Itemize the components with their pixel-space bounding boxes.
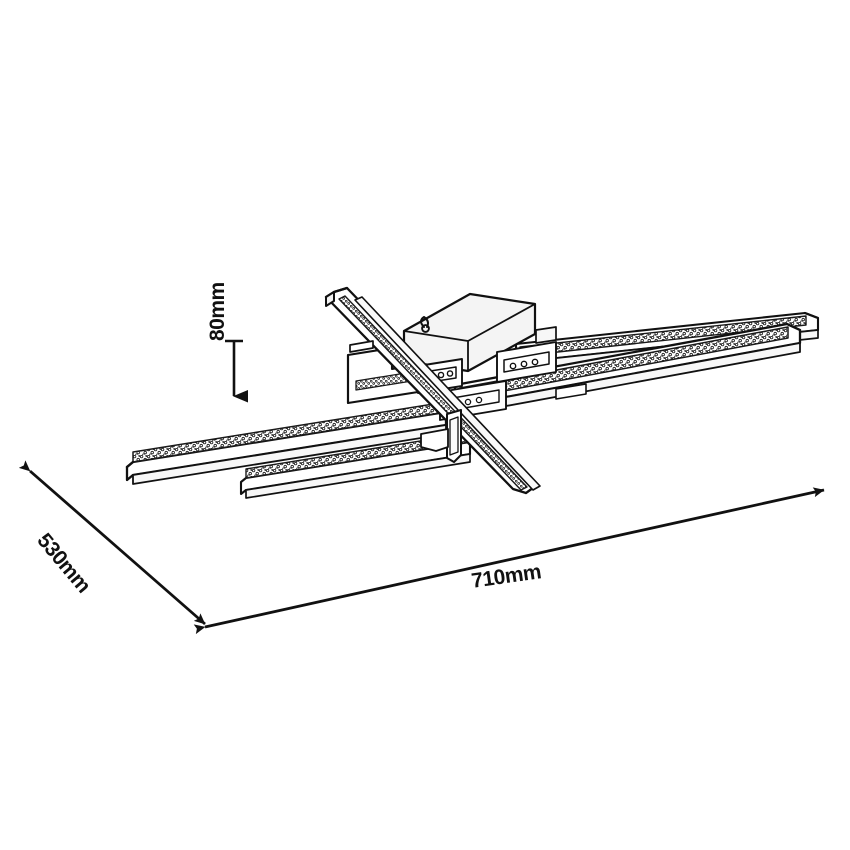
led-bar-diagonal-rear (354, 296, 541, 491)
led-bar-front-left (239, 432, 472, 499)
mounting-clip (420, 428, 449, 452)
support-edge-left (349, 340, 374, 353)
dimension-width-710mm (193, 487, 825, 635)
dimension-height-80mm (225, 339, 248, 403)
led-bar-main-right (453, 322, 802, 414)
depth-arrow-line (18, 460, 206, 626)
dimension-depth-530mm (18, 460, 206, 626)
dimension-label-height: 80mm (206, 282, 229, 341)
led-bar-vertical-drop (446, 409, 462, 463)
stub-right (555, 383, 587, 400)
product-body (125, 286, 820, 499)
connector-rear-right (535, 326, 557, 344)
bracket-right (496, 341, 557, 383)
width-arrow-line (193, 487, 825, 635)
